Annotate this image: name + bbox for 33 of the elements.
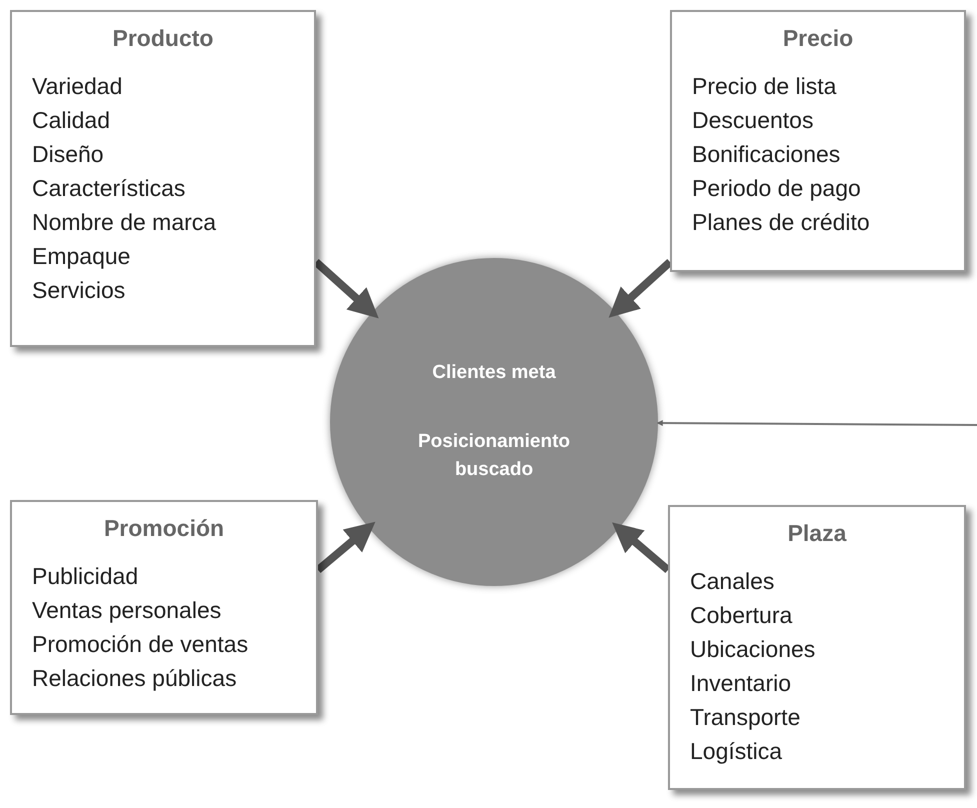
list-item: Transporte	[690, 702, 802, 732]
list-item: Bonificaciones	[692, 140, 842, 169]
mix-box	[10, 10, 316, 347]
list-item: Características	[32, 174, 186, 203]
arrow	[656, 420, 977, 426]
list-item: Canales	[690, 566, 776, 596]
list-item: Logística	[690, 736, 784, 766]
circle-text: Posicionamiento buscado	[416, 430, 572, 482]
list-item: Ventas personales	[32, 596, 222, 625]
list-item: Inventario	[690, 668, 792, 698]
list-item: Publicidad	[32, 562, 140, 591]
circle-text: Clientes meta	[431, 361, 557, 386]
list-item: Cobertura	[690, 600, 794, 630]
list-item: Empaque	[32, 242, 132, 271]
mix-box	[10, 500, 318, 715]
list-item: Variedad	[32, 72, 124, 101]
list-item: Planes de crédito	[692, 208, 871, 237]
box-heading: Precio	[782, 24, 854, 53]
mix-box	[668, 505, 966, 790]
list-item: Calidad	[32, 106, 111, 135]
box-heading: Promoción	[102, 514, 226, 543]
list-item: Relaciones públicas	[32, 664, 238, 693]
list-item: Promoción de ventas	[32, 630, 250, 659]
list-item: Descuentos	[692, 106, 814, 135]
list-item: Ubicaciones	[690, 634, 816, 664]
list-item: Diseño	[32, 140, 105, 169]
list-item: Nombre de marca	[32, 208, 218, 237]
mix-box	[670, 10, 966, 272]
list-item: Servicios	[32, 276, 126, 305]
list-item: Periodo de pago	[692, 174, 862, 203]
list-item: Precio de lista	[692, 72, 838, 101]
box-heading: Plaza	[786, 519, 848, 548]
box-heading: Producto	[112, 24, 214, 53]
